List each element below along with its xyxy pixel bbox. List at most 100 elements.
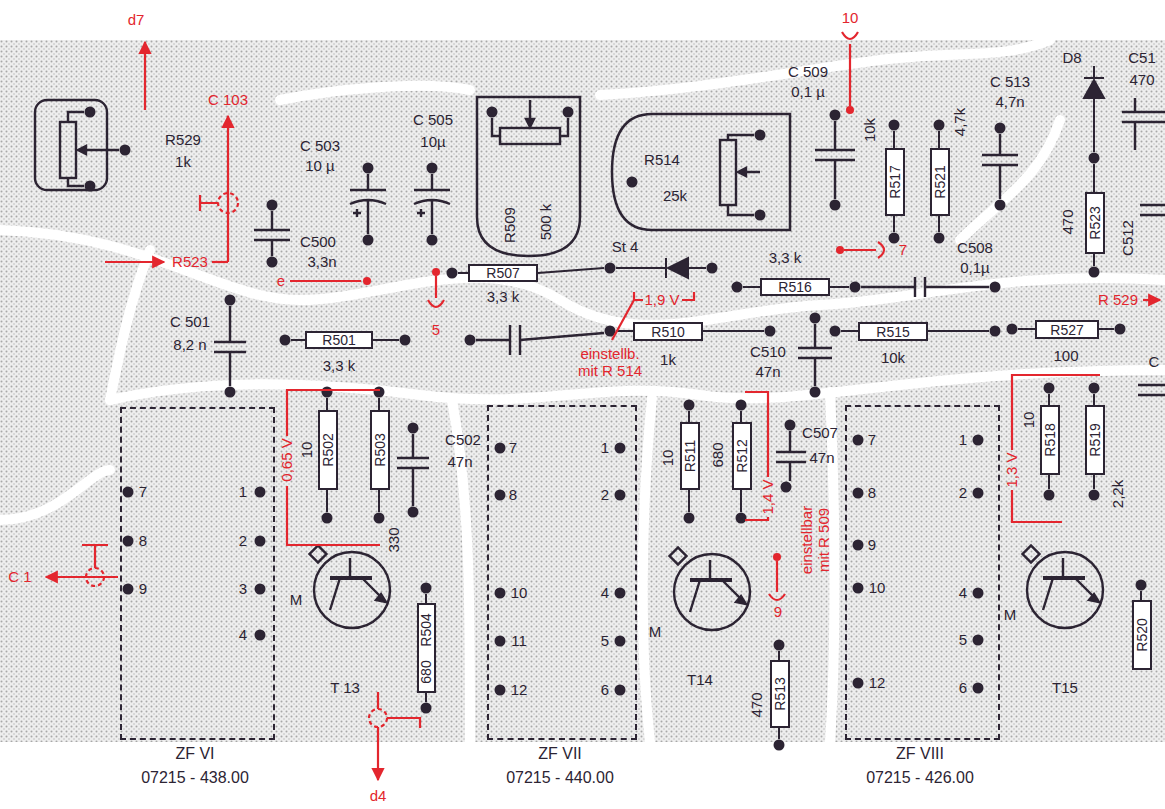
red-marking [212, 261, 228, 263]
solder-pad [810, 313, 821, 324]
solder-pad [1044, 383, 1055, 394]
part-name: R527 [1050, 323, 1083, 337]
component-value: 10 [1021, 412, 1038, 429]
solder-pad [322, 513, 333, 524]
solder-pad [785, 420, 796, 431]
red-marking [200, 195, 218, 211]
module-caption: 07215 - 438.00 [141, 769, 249, 787]
module-caption: ZF VII [538, 745, 582, 763]
solder-pad [810, 387, 821, 398]
capacitor-symbol [1138, 385, 1165, 395]
solder-pad [853, 678, 864, 689]
solder-pad [684, 400, 695, 411]
component-value: 330 [386, 527, 403, 552]
component-value: M [649, 624, 662, 641]
pin-number: 2 [239, 533, 247, 550]
solder-pad [765, 326, 776, 337]
isolation-channel [452, 400, 470, 742]
diode-symbol [616, 66, 1104, 278]
test-note: 5 [432, 322, 440, 339]
solder-pad [973, 488, 984, 499]
isolation-channel [960, 120, 1060, 240]
red-marking [86, 568, 104, 586]
solder-pad [755, 210, 766, 221]
red-marking [82, 545, 108, 568]
trimmer-symbol [492, 100, 568, 136]
test-note: einstellb. mit R 514 [574, 346, 646, 379]
part-name: R514 [644, 152, 680, 169]
solder-pad [830, 326, 841, 337]
solder-pad [853, 540, 864, 551]
solder-pad [853, 583, 864, 594]
capacitor-symbol [414, 174, 450, 234]
solder-pad [400, 335, 411, 346]
part-name: 25k [663, 188, 687, 205]
solder-pad [615, 490, 626, 501]
component-value: 470 [749, 692, 766, 717]
part-name: R517 [888, 165, 902, 198]
solder-pad [495, 588, 506, 599]
trimmer-symbol [526, 119, 534, 127]
test-note: 0,65 V [279, 438, 296, 481]
resistor-symbol: R515 [858, 322, 928, 341]
solder-pad [421, 703, 432, 714]
red-marking [769, 561, 785, 600]
resistor-symbol: R518 [1040, 405, 1060, 475]
solder-pad [1089, 490, 1100, 501]
component-value: D8 [1062, 50, 1081, 67]
part-name: R518 [1043, 423, 1057, 456]
component-value: 0,1µ [960, 260, 990, 277]
pin-number: 11 [511, 633, 527, 650]
resistor-symbol: R503 [370, 410, 390, 490]
pin-number: 5 [601, 633, 609, 650]
diode-symbol [1084, 80, 1104, 98]
component-value: 470 [1060, 209, 1077, 234]
trimmer-symbol [35, 100, 107, 190]
pin-number: 12 [869, 675, 886, 692]
isolation-channel [643, 398, 652, 742]
solder-pad [615, 443, 626, 454]
component-value: 470 [1129, 72, 1154, 89]
component-value: 10 [660, 450, 677, 467]
red-marking [842, 32, 858, 106]
red-marking [46, 32, 1160, 780]
transistor-symbol [1089, 594, 1099, 602]
solder-pad [995, 123, 1006, 134]
resistor-symbol: R502 [318, 410, 338, 490]
solder-pad [85, 107, 1147, 751]
transistor-symbol [690, 560, 744, 612]
transistor-symbol [330, 558, 384, 610]
component-value: C 505 [413, 112, 453, 129]
resistor-symbol: R511 [680, 422, 700, 490]
diode-symbol [616, 258, 706, 278]
module-caption: ZF VI [175, 745, 214, 763]
solder-pad [465, 335, 476, 346]
component-value: 1k [660, 352, 676, 369]
solder-pad [1089, 267, 1100, 278]
pin-number: 2 [601, 487, 609, 504]
solder-pad [615, 636, 626, 647]
component-value: C512 [1120, 220, 1137, 256]
pin-number: 6 [601, 682, 609, 699]
diode-symbol [1084, 66, 1104, 152]
pin-number: 2 [959, 485, 967, 502]
part-name: R501 [322, 333, 355, 347]
solder-pad [427, 163, 438, 174]
pin-number: 4 [601, 585, 609, 602]
test-note: 7 [899, 242, 907, 259]
red-marking [387, 718, 420, 728]
solder-pad [995, 200, 1006, 211]
red-marking [227, 116, 229, 262]
test-note: C 103 [208, 92, 248, 109]
solder-pad [123, 536, 134, 547]
part-name: R523 [1088, 206, 1102, 239]
component-value: C 503 [300, 138, 340, 155]
solder-pad [421, 583, 432, 594]
solder-pad [267, 257, 278, 268]
part-name: R504 [419, 613, 433, 646]
solder-pad [627, 177, 638, 188]
solder-pad [255, 584, 266, 595]
part-name: R516 [778, 280, 811, 294]
test-note: 1,4 V [760, 479, 777, 514]
if-filter-module: 789101212456ZF VIII07215 - 426.00 [845, 405, 1000, 740]
